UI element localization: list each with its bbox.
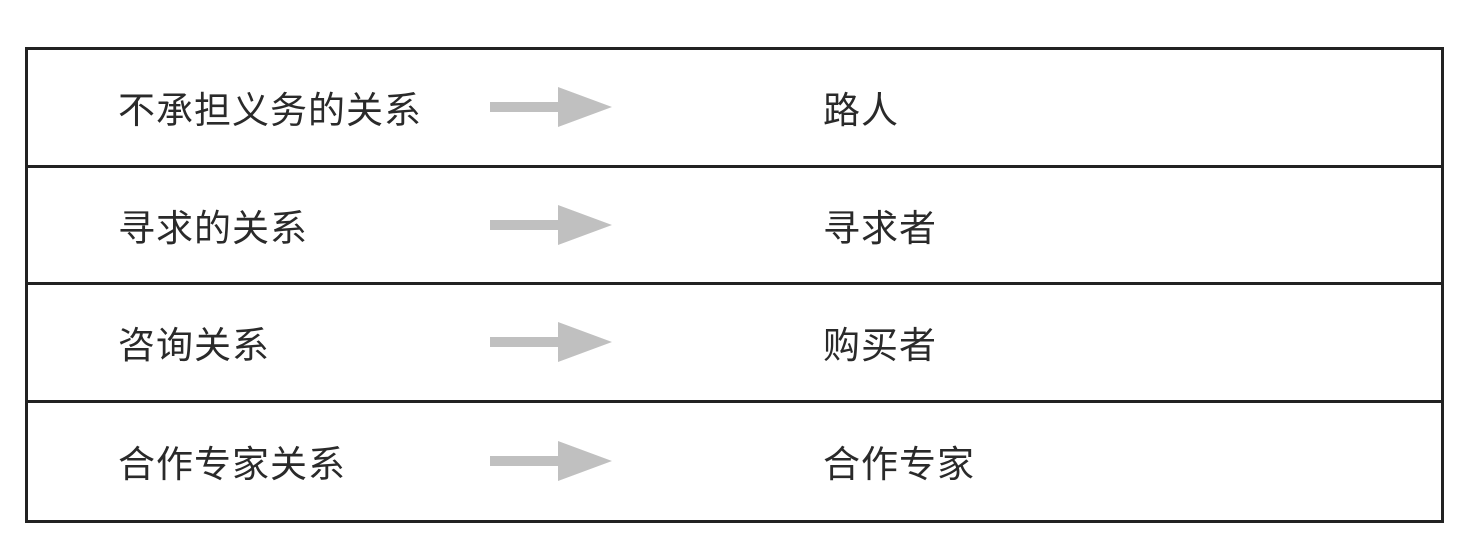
- right-arrow-icon: [490, 87, 612, 128]
- relation-label: 合作专家关系: [118, 443, 346, 487]
- relationship-row: 咨询关系 购买者: [28, 285, 1441, 403]
- role-label: 路人: [823, 89, 899, 133]
- relationship-diagram: 不承担义务的关系 路人 寻求的关系 寻求者 咨询关系 购买者 合作专家关系 合作…: [25, 47, 1444, 523]
- role-label: 购买者: [823, 324, 937, 368]
- relationship-row: 寻求的关系 寻求者: [28, 168, 1441, 285]
- right-arrow-icon: [490, 322, 612, 363]
- relationship-row: 合作专家关系 合作专家: [28, 403, 1441, 521]
- right-arrow-icon: [490, 441, 612, 482]
- right-arrow-icon: [490, 204, 612, 245]
- role-label: 合作专家: [823, 443, 975, 487]
- role-label: 寻求者: [823, 206, 937, 250]
- relation-label: 不承担义务的关系: [118, 89, 422, 133]
- relationship-row: 不承担义务的关系 路人: [28, 50, 1441, 168]
- relation-label: 寻求的关系: [118, 206, 308, 250]
- relation-label: 咨询关系: [118, 324, 270, 368]
